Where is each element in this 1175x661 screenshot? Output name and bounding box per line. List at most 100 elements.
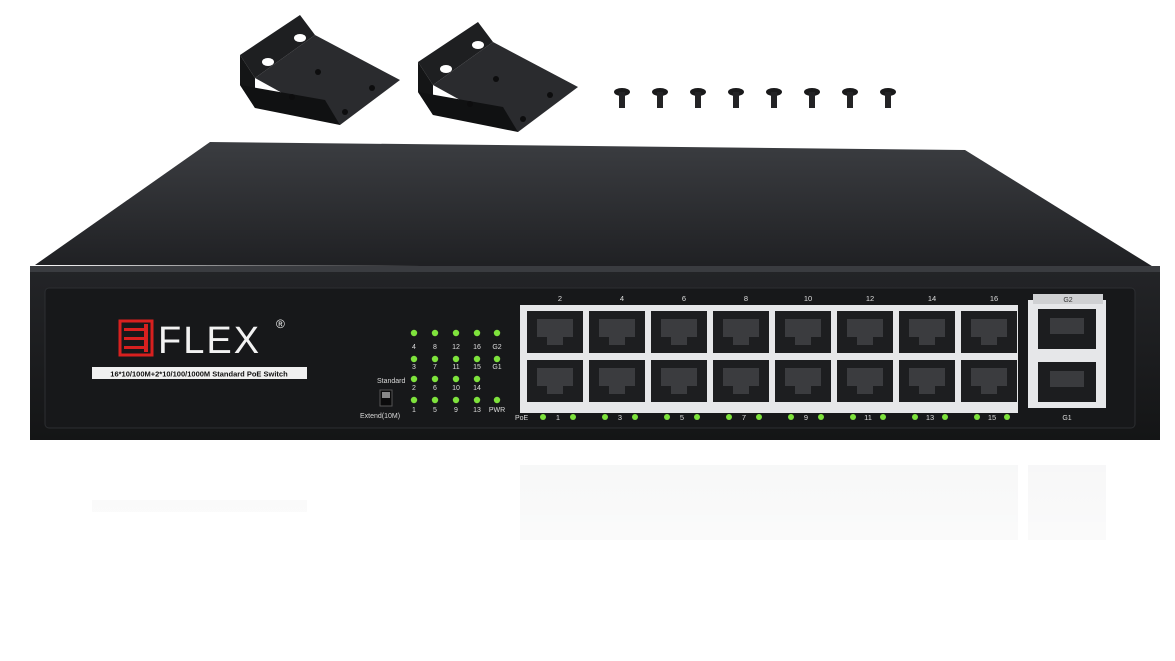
port-led <box>632 414 638 420</box>
svg-text:13: 13 <box>473 407 481 414</box>
svg-text:16: 16 <box>473 344 481 351</box>
port-led <box>602 414 608 420</box>
svg-text:10: 10 <box>452 385 460 392</box>
svg-text:9: 9 <box>454 407 458 414</box>
rj45-port[interactable] <box>837 360 893 402</box>
port-led <box>850 414 856 420</box>
rj45-port[interactable] <box>651 311 707 353</box>
port-led <box>726 414 732 420</box>
port-led <box>694 414 700 420</box>
svg-text:15: 15 <box>473 364 481 371</box>
mounting-bracket-left <box>240 15 400 125</box>
svg-text:PWR: PWR <box>489 407 505 414</box>
svg-text:11: 11 <box>452 364 459 371</box>
port-led <box>664 414 670 420</box>
led-indicator-grid <box>410 329 501 404</box>
status-led <box>452 375 460 383</box>
svg-text:8: 8 <box>433 344 437 351</box>
rj45-port[interactable] <box>899 360 955 402</box>
status-led <box>431 355 439 363</box>
rj45-port[interactable] <box>589 360 645 402</box>
status-led <box>452 355 460 363</box>
rj45-port[interactable] <box>961 360 1017 402</box>
port-number-bottom: 15 <box>988 413 996 422</box>
rj45-port[interactable] <box>837 311 893 353</box>
port-led <box>540 414 546 420</box>
screws-group <box>614 88 896 108</box>
rj45-port[interactable] <box>775 311 831 353</box>
status-led <box>410 396 418 404</box>
port-led <box>912 414 918 420</box>
svg-text:1: 1 <box>412 407 416 414</box>
led-labels: 4 8 12 16 G2 3 7 11 15 G1 2 6 10 14 1 5 … <box>412 344 505 414</box>
screw <box>766 88 782 108</box>
port-number-bottom: 5 <box>680 413 684 422</box>
port-number-top: 4 <box>620 294 624 303</box>
status-led <box>410 355 418 363</box>
port-leds <box>540 414 1010 420</box>
rj45-port[interactable] <box>527 311 583 353</box>
uplink-port-g2[interactable] <box>1038 309 1096 349</box>
port-led <box>974 414 980 420</box>
port-number-top: 10 <box>804 294 812 303</box>
port-led <box>880 414 886 420</box>
mounting-bracket-right <box>418 22 578 132</box>
screw <box>614 88 630 108</box>
screw <box>652 88 668 108</box>
status-led <box>431 396 439 404</box>
rj45-port[interactable] <box>713 360 769 402</box>
rj45-port[interactable] <box>589 311 645 353</box>
mode-label-extend: Extend(10M) <box>360 413 400 420</box>
port-led <box>942 414 948 420</box>
rj45-port[interactable] <box>713 311 769 353</box>
status-led <box>431 375 439 383</box>
port-number-bottom: 7 <box>742 413 746 422</box>
status-led <box>431 329 439 337</box>
brand-logo <box>118 319 154 357</box>
port-number-top: 12 <box>866 294 874 303</box>
rj45-port[interactable] <box>899 311 955 353</box>
port-number-bottom: 11 <box>864 413 872 422</box>
mode-label-standard: Standard <box>377 378 406 385</box>
screw <box>804 88 820 108</box>
screw <box>842 88 858 108</box>
status-led <box>473 396 481 404</box>
brand-name: FLEX <box>158 320 261 362</box>
screw <box>728 88 744 108</box>
svg-text:14: 14 <box>473 385 481 392</box>
uplink-port-g1[interactable] <box>1038 362 1096 402</box>
svg-text:2: 2 <box>412 385 416 392</box>
rj45-port[interactable] <box>651 360 707 402</box>
status-led <box>493 329 501 337</box>
port-number-bottom: 9 <box>804 413 808 422</box>
port-number-top: 8 <box>744 294 748 303</box>
rj45-port[interactable] <box>961 311 1017 353</box>
registered-mark: ® <box>276 317 285 331</box>
status-led <box>410 375 418 383</box>
screw <box>880 88 896 108</box>
uplink-g2-label: G2 <box>1063 297 1072 304</box>
poe-label: PoE <box>515 415 529 422</box>
status-led <box>493 396 501 404</box>
port-number-top: 14 <box>928 294 936 303</box>
mode-switch-knob <box>382 392 390 398</box>
rj45-port[interactable] <box>527 360 583 402</box>
status-led <box>452 396 460 404</box>
rj45-port[interactable] <box>775 360 831 402</box>
model-label-strip <box>92 367 307 379</box>
status-led <box>473 329 481 337</box>
status-led <box>473 355 481 363</box>
svg-text:12: 12 <box>452 344 460 351</box>
port-led <box>756 414 762 420</box>
svg-text:6: 6 <box>433 385 437 392</box>
svg-text:4: 4 <box>412 344 416 351</box>
svg-text:G1: G1 <box>492 364 501 371</box>
port-led <box>1004 414 1010 420</box>
port-number-top: 16 <box>990 294 998 303</box>
svg-text:5: 5 <box>433 407 437 414</box>
status-led <box>473 375 481 383</box>
port-number-top: 6 <box>682 294 686 303</box>
rj45-ports <box>527 311 1017 402</box>
